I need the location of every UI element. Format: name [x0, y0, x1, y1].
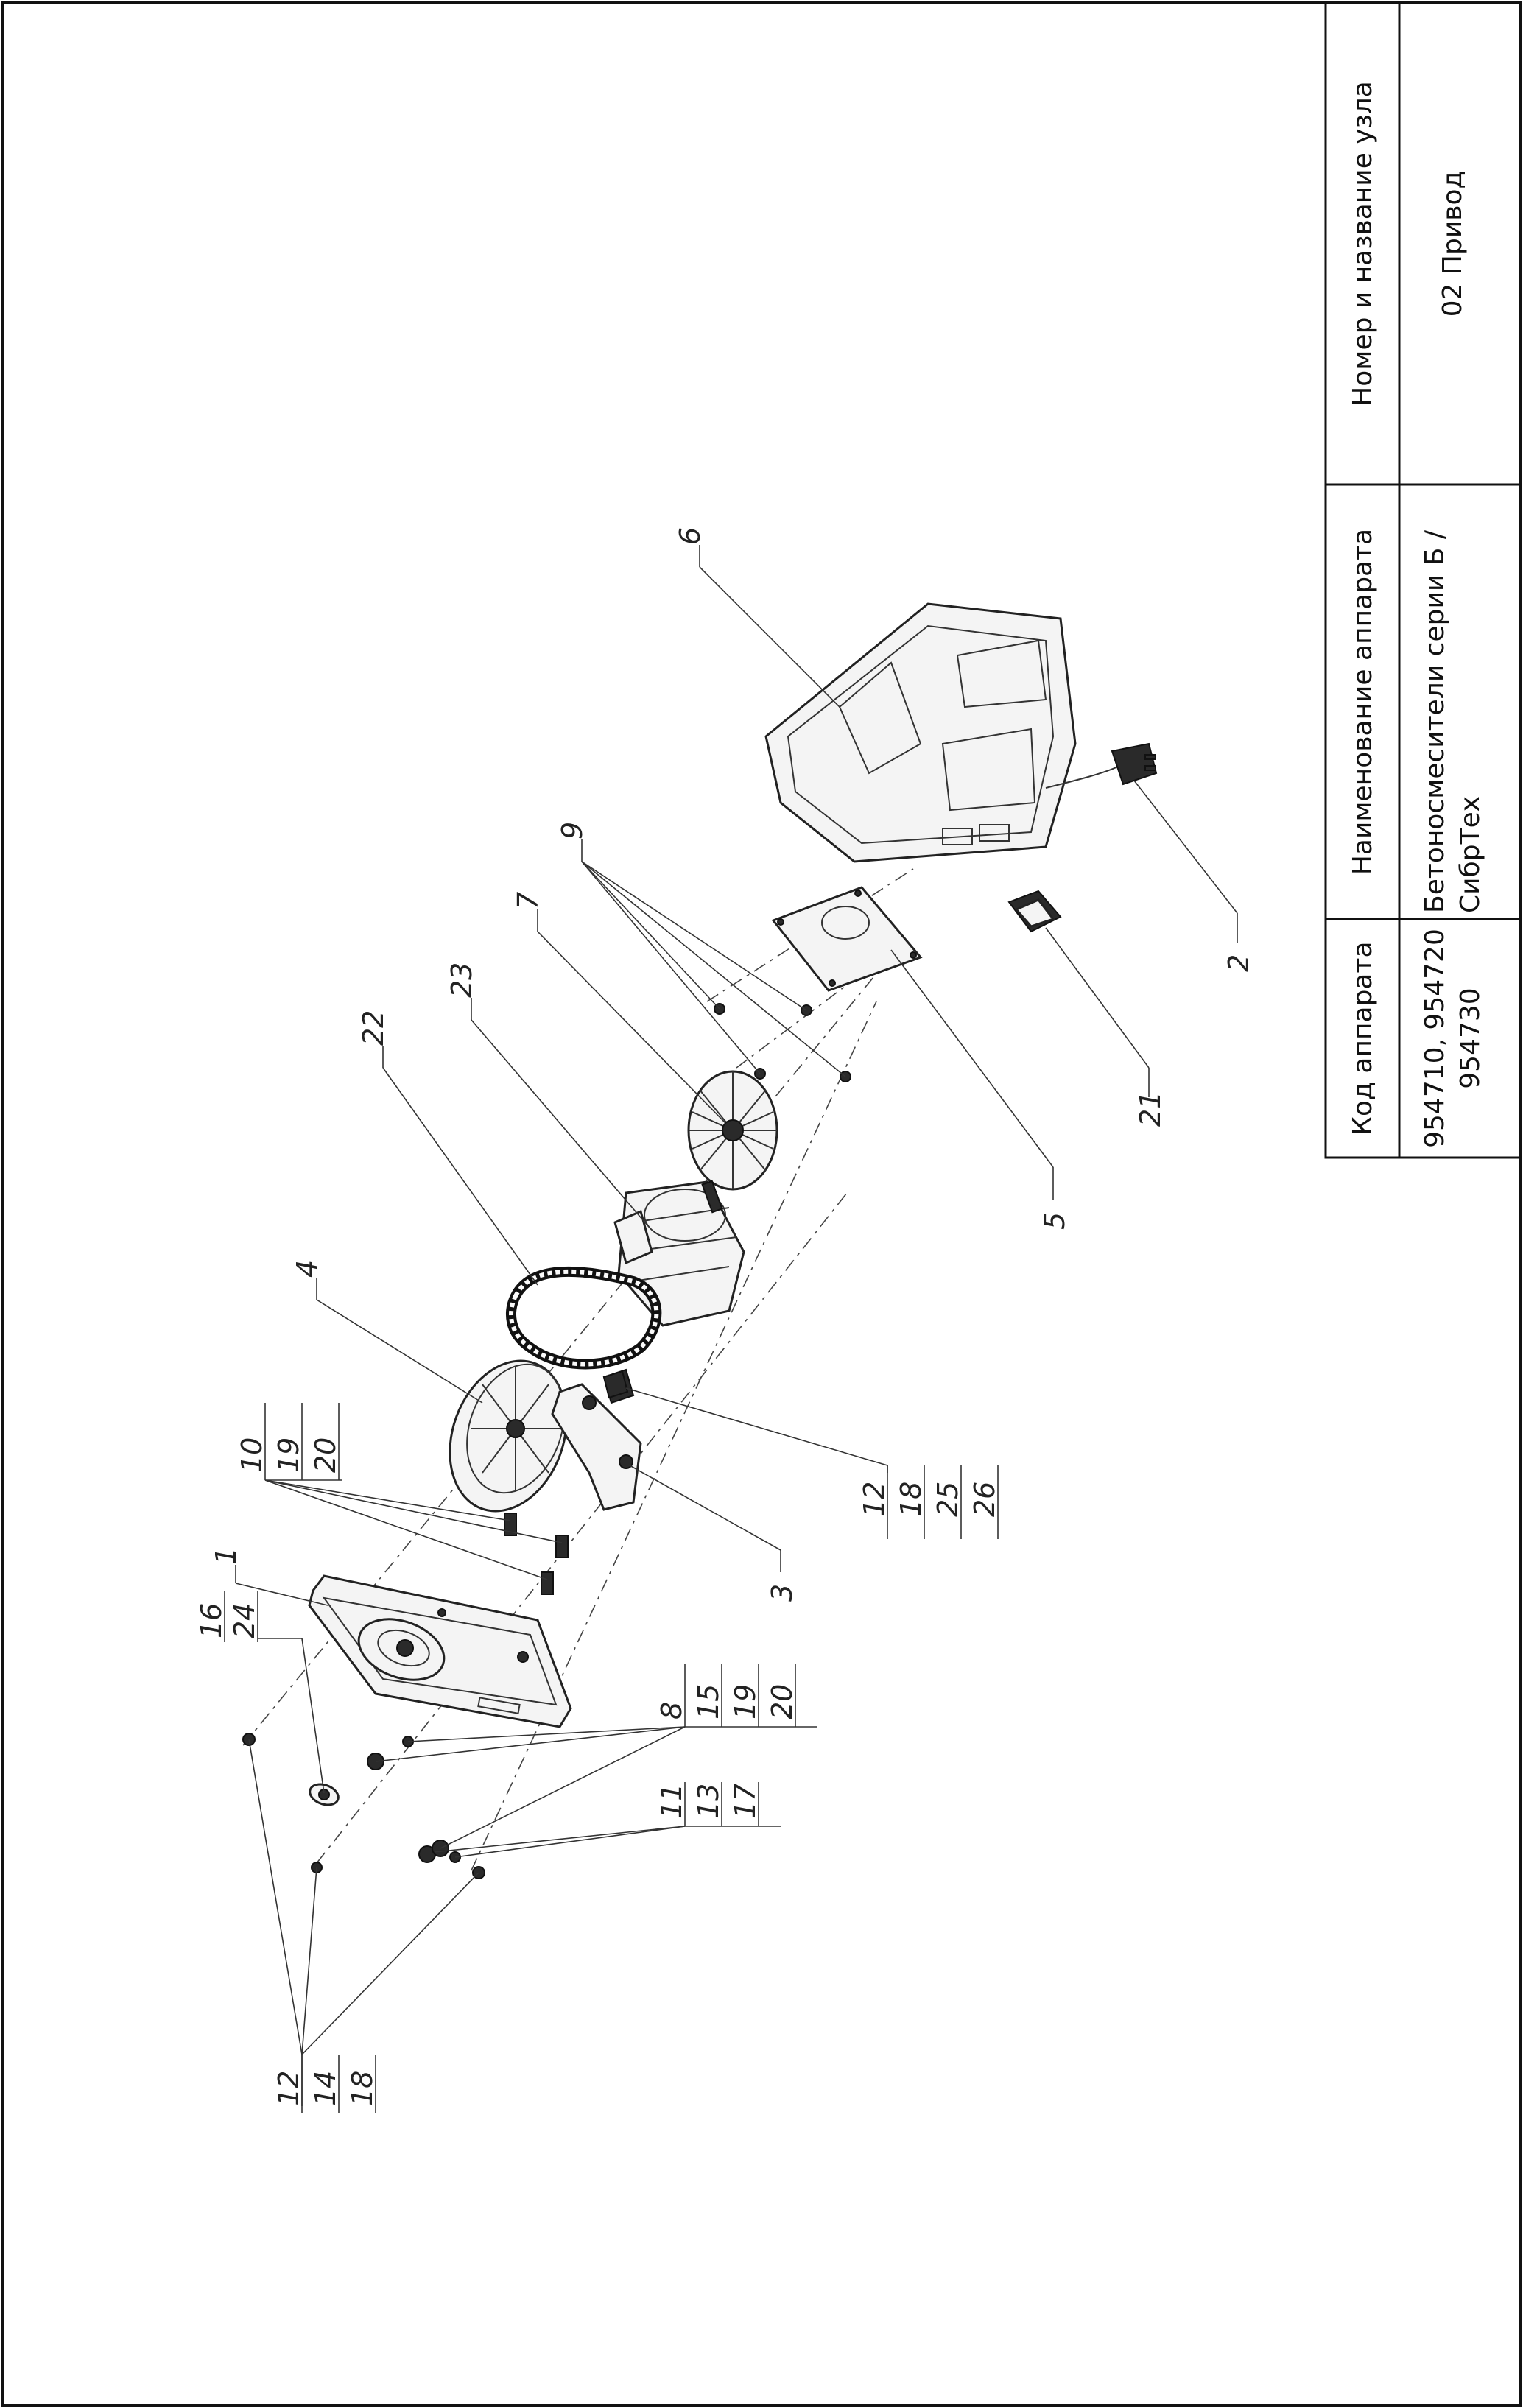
pulley-wheel: [449, 1359, 568, 1513]
title-block: Номер и название узла 02 Привод Наименов…: [1324, 1, 1522, 1159]
callout-2: 2: [1223, 954, 1255, 972]
callout-18a: 18: [346, 2071, 379, 2106]
belt: [506, 1266, 662, 1370]
callout-18b: 18: [895, 1482, 927, 1517]
callout-group-12-14-18: 12 14 18: [272, 2055, 379, 2113]
callout-26: 26: [968, 1482, 1001, 1517]
motor: [613, 1180, 745, 1327]
axis-lines: [242, 868, 914, 1871]
callout-group-16-24: 16 24: [195, 1591, 261, 1642]
callout-25: 25: [932, 1482, 964, 1517]
callout-11: 11: [655, 1784, 688, 1819]
callout-9: 9: [556, 822, 588, 839]
node-value: 02 Привод: [1438, 171, 1468, 317]
callout-20a: 20: [309, 1437, 342, 1473]
callout-12b: 12: [858, 1482, 890, 1517]
callout-17: 17: [729, 1784, 762, 1819]
device-code-header: Код аппарата: [1348, 941, 1378, 1135]
callout-group-12-18-25-26: 12 18 25 26: [858, 1465, 1001, 1539]
callout-14: 14: [309, 2071, 342, 2106]
callout-1: 1: [210, 1547, 242, 1565]
housing-cover: [764, 602, 1158, 863]
callout-6: 6: [674, 527, 706, 545]
callout-15: 15: [692, 1684, 725, 1719]
callout-19b: 19: [729, 1684, 762, 1719]
callout-7: 7: [512, 892, 544, 909]
callout-5: 5: [1038, 1212, 1071, 1230]
device-code-line1: 954710, 954720: [1420, 929, 1450, 1148]
callout-16: 16: [195, 1603, 228, 1638]
device-name-header: Наименование аппарата: [1348, 529, 1378, 875]
callout-group-10-19-20: 10 19 20: [236, 1403, 342, 1480]
callout-19a: 19: [272, 1437, 305, 1473]
device-name-line1: Бетоносмесители серии Б /: [1420, 529, 1450, 913]
callout-labels: 6 2 21 5 9 7 23 22 4 3 1: [210, 527, 1255, 1602]
bolts-10: [504, 1513, 569, 1595]
callout-21: 21: [1134, 1091, 1167, 1127]
device-name-line2: СибрТех: [1455, 796, 1485, 913]
leader-lines: [235, 545, 1238, 2106]
callout-group-8-15-19-20: 8 15 19 20: [655, 1664, 798, 1727]
fan: [687, 1070, 778, 1191]
callout-4: 4: [291, 1260, 323, 1278]
callout-22: 22: [357, 1010, 390, 1046]
base-plate: [308, 1574, 572, 1728]
mounting-plate: [771, 886, 923, 992]
callout-23: 23: [446, 962, 478, 998]
callout-8: 8: [655, 1702, 688, 1719]
callout-3: 3: [766, 1584, 798, 1602]
callout-24: 24: [228, 1603, 261, 1638]
device-code-line2: 954730: [1455, 988, 1485, 1088]
node-header: Номер и название узла: [1348, 81, 1378, 406]
callout-10: 10: [236, 1437, 268, 1473]
callout-group-11-13-17: 11 13 17: [655, 1782, 762, 1826]
callout-13: 13: [692, 1784, 725, 1819]
callout-20b: 20: [766, 1684, 798, 1719]
callout-12a: 12: [272, 2071, 305, 2106]
switch: [1007, 890, 1062, 933]
